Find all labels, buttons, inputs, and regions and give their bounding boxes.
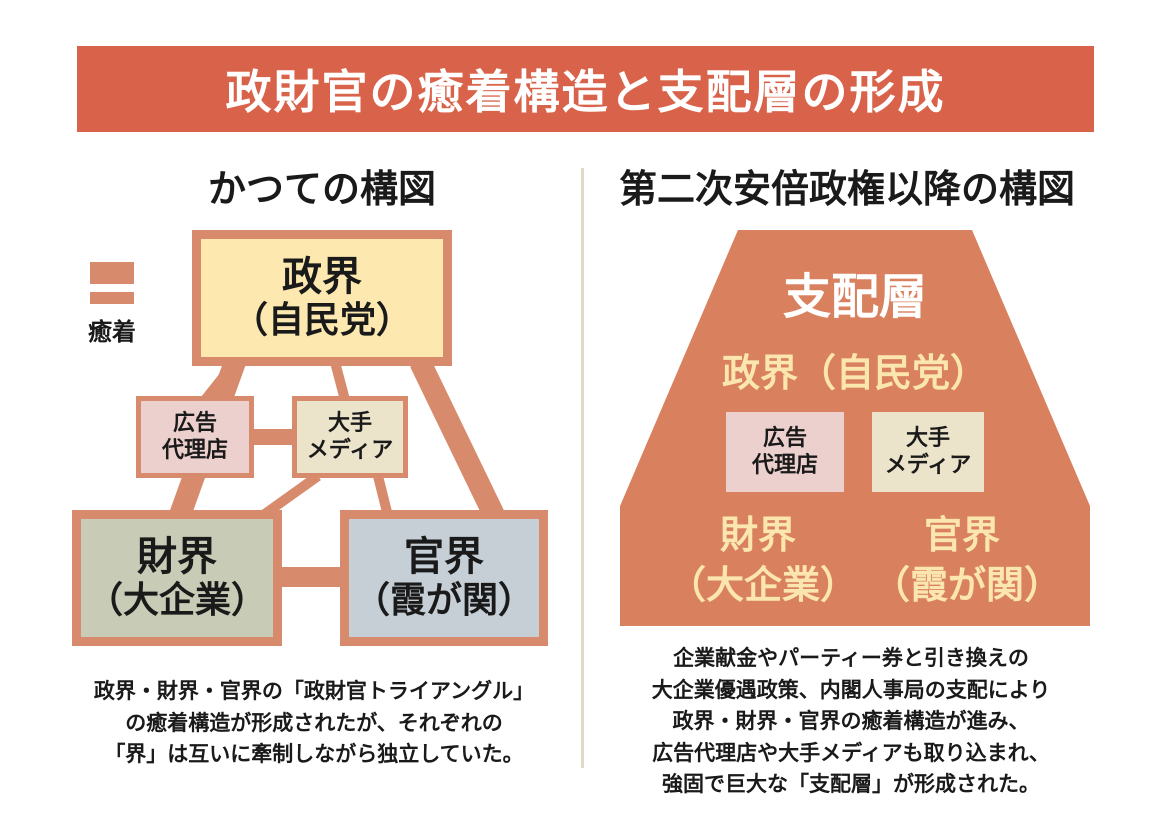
seikai-name: 政界 [282, 254, 362, 301]
title-banner: 政財官の癒着構造と支配層の形成 [77, 46, 1094, 132]
media-line2: メディア [884, 453, 972, 478]
pyramid-zaikai-name: 財界 [719, 513, 796, 557]
left-caption: 政界・財界・官界の「政財官トライアングル」 の癒着構造が形成されたが、それぞれの… [74, 676, 554, 771]
legend-swatch-top [90, 262, 134, 284]
media-line2: メディア [306, 438, 394, 463]
right-caption-line: 企業献金やパーティー券と引き換えの [673, 646, 1029, 670]
ad-agency-box-left: 広告 代理店 [136, 396, 254, 478]
connector-seikai-kankai [410, 357, 504, 520]
ad-agency-line1: 広告 [172, 410, 217, 436]
connector-seikai-media [330, 360, 350, 402]
ad-agency-box-right: 広告 代理店 [726, 412, 844, 492]
pyramid-seikai-label: 政界（自民党） [721, 351, 988, 395]
ruling-layer-pyramid [620, 230, 1090, 626]
pyramid-kankai-name: 官界 [923, 513, 1000, 557]
right-section-heading: 第二次安倍政権以降の構図 [618, 167, 1075, 211]
zaikai-box: 財界 （大企業） [72, 510, 282, 646]
legend-swatch-bottom [90, 292, 134, 304]
zaikai-name: 財界 [137, 534, 217, 581]
ruling-layer-label: 支配層 [782, 269, 927, 325]
kankai-name: 官界 [404, 534, 484, 581]
ad-agency-line1: 広告 [762, 425, 807, 451]
connector-media-kankai [373, 474, 393, 518]
left-caption-line: の癒着構造が形成されたが、それぞれの [125, 710, 503, 735]
media-box-right: 大手 メディア [872, 412, 984, 492]
right-caption-line: 大企業優遇政策、内閣人事局の支配により [651, 677, 1051, 702]
divider [581, 168, 584, 768]
seikai-sub: （自民党） [231, 300, 412, 342]
kankai-sub: （霞が関） [353, 580, 534, 622]
media-line1: 大手 [327, 410, 372, 436]
pyramid-kankai-label: 官界 （霞が関） [872, 510, 1063, 610]
right-caption: 企業献金やパーティー券と引き換えの 大企業優遇政策、内閣人事局の支配により 政界… [604, 643, 1098, 801]
media-line1: 大手 [905, 425, 950, 451]
right-caption-line: 強固で巨大な「支配層」が形成された。 [662, 772, 1040, 796]
connector-media-zaikai [259, 471, 321, 521]
left-section-heading: かつての構図 [207, 167, 436, 211]
pyramid-shape [620, 230, 1090, 626]
pyramid-zaikai-label: 財界 （大企業） [668, 510, 859, 610]
seikai-box: 政界 （自民党） [192, 230, 452, 366]
left-caption-line: 「界」は互いに牽制しながら独立していた。 [104, 742, 524, 766]
ad-agency-line2: 代理店 [161, 438, 228, 463]
page-title: 政財官の癒着構造と支配層の形成 [225, 65, 946, 119]
pyramid-kankai-sub: （霞が関） [872, 563, 1063, 608]
ad-agency-line2: 代理店 [751, 453, 818, 478]
kankai-box: 官界 （霞が関） [340, 510, 548, 646]
media-box-left: 大手 メディア [292, 396, 408, 478]
zaikai-sub: （大企業） [86, 580, 267, 622]
connector-seikai-ad [201, 362, 236, 404]
right-caption-line: 広告代理店や大手メディアも取り込まれ、 [652, 740, 1050, 765]
pyramid-zaikai-sub: （大企業） [668, 563, 859, 608]
legend-label: 癒着 [88, 318, 136, 346]
right-caption-line: 政界・財界・官界の癒着構造が進み、 [672, 709, 1030, 733]
left-caption-line: 政界・財界・官界の「政財官トライアングル」 [93, 679, 535, 703]
